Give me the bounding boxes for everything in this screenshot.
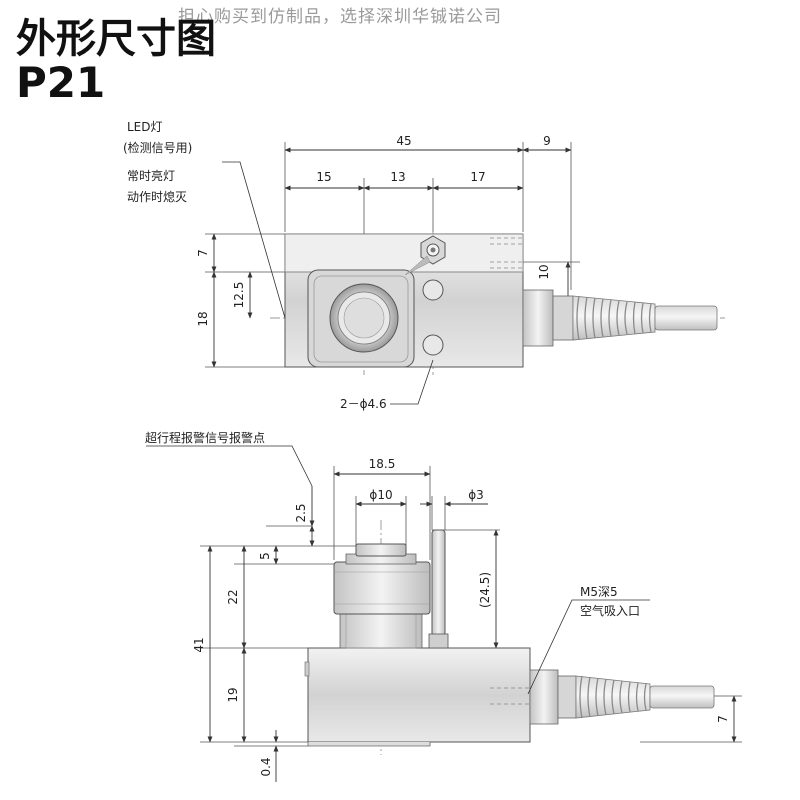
top-view: LED灯 (检测信号用) 常时亮灯 动作时熄灭 45 9 15 13 17 7 …: [123, 120, 725, 411]
cable-front-view: [529, 669, 715, 725]
mounting-hole: [422, 279, 444, 301]
dim-center-offset: 12.5: [232, 282, 246, 309]
dim-seg-c: 17: [470, 170, 485, 184]
page-title: 外形尺寸图: [16, 16, 216, 62]
dim-base-height: 19: [226, 687, 240, 702]
dim-cable-center: 7: [716, 715, 730, 723]
dim-total-height: 41: [192, 637, 206, 652]
led-leader: [222, 161, 286, 319]
cable-top-view: [522, 289, 718, 347]
alarm-pin: [428, 529, 449, 649]
led-indicator: [404, 235, 446, 276]
dim-seg-b: 13: [390, 170, 405, 184]
dim-pin-height: (24.5): [478, 572, 492, 608]
led-desc-on: 常时亮灯: [127, 168, 175, 183]
dim-probe-dia: ϕ10: [369, 488, 392, 502]
overtravel-leader: [146, 445, 313, 487]
dim-cable-offset: 9: [543, 134, 551, 148]
led-label-sub: (检测信号用): [123, 140, 192, 155]
dim-cable-height: 10: [537, 264, 551, 279]
probe-column: [333, 543, 431, 649]
sensor-base-front: [307, 647, 531, 743]
watermark: 担心购买到仿制品，选择深圳华铖诺公司: [178, 7, 502, 27]
dim-overtravel: 2.5: [294, 503, 308, 522]
front-view: 超行程报警信号报警点 M5深5 空气吸入口 18.5 ϕ10 ϕ3 2.5 5 …: [145, 430, 742, 782]
dim-holes: 2－ϕ4.6: [340, 397, 387, 411]
led-desc-off: 动作时熄灭: [127, 190, 187, 204]
dim-tip-height: 5: [258, 552, 272, 560]
mounting-hole: [422, 334, 444, 356]
port-label-sub: 空气吸入口: [580, 603, 640, 618]
port-leader: [527, 599, 650, 695]
dim-base-gap: 0.4: [259, 757, 273, 776]
led-label: LED灯: [127, 120, 163, 134]
model-number: P21: [16, 58, 106, 107]
overtravel-label: 超行程报警信号报警点: [145, 430, 265, 445]
dim-top-gap: 7: [196, 249, 210, 257]
dim-pin-dia: ϕ3: [468, 488, 484, 502]
dim-body-depth: 18: [196, 311, 210, 326]
port-label: M5深5: [580, 585, 618, 599]
holes-leader: [390, 359, 434, 405]
dim-seg-a: 15: [316, 170, 331, 184]
dim-upper-height: 22: [226, 589, 240, 604]
dim-head-width: 18.5: [369, 457, 396, 471]
dim-overall-width: 45: [396, 134, 411, 148]
